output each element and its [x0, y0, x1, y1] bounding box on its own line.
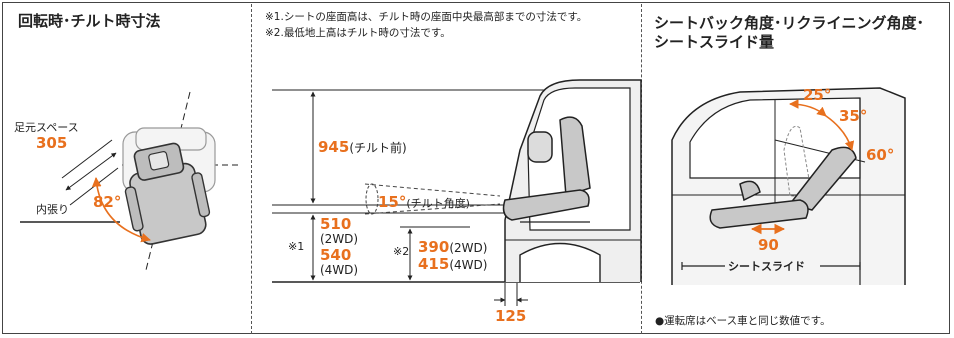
ground-4wd-value: 415 [418, 255, 450, 273]
angle-25-value: 25° [803, 86, 832, 104]
height-945-value: 945 [318, 138, 350, 156]
tilt-angle-value: 15° [378, 193, 407, 211]
foot-space-value: 305 [36, 134, 68, 152]
ground-2wd-label: 390(2WD) [418, 237, 487, 256]
seat-height-mark: ※1 [288, 240, 305, 253]
angle-35-arc [825, 115, 855, 151]
ground-2wd-caption: (2WD) [449, 241, 488, 255]
rotation-angle-value: 82° [93, 193, 122, 211]
inner-trim-label: 内張り [36, 203, 69, 216]
panel3-title-line1: シートバック角度･リクライニング角度･ [654, 14, 925, 32]
ground-4wd-caption: (4WD) [449, 258, 488, 272]
panel3-title-line2: シートスライド量 [654, 33, 775, 51]
height-945-label: 945(チルト前) [318, 137, 407, 156]
tilt-seat [502, 116, 591, 221]
panel1-title: 回転時･チルト時寸法 [18, 12, 161, 30]
rotation-angle-arc [91, 177, 151, 243]
offset-value: 125 [495, 307, 527, 325]
angle-35-value: 35° [839, 107, 868, 125]
ground-2wd-value: 390 [418, 238, 450, 256]
reclined-seat [709, 146, 857, 229]
tilt-angle-label: 15°(チルト角度) [378, 192, 470, 211]
seat-4wd-value: 540 [320, 246, 352, 264]
seat-2wd-value: 510 [320, 215, 352, 233]
slide-value: 90 [758, 236, 779, 254]
seat-2wd-caption: (2WD) [320, 232, 359, 246]
seat-4wd-caption: (4WD) [320, 263, 359, 277]
angle-25-arc [789, 99, 827, 117]
ground-clearance-mark: ※2 [393, 245, 410, 258]
tilt-cone [364, 183, 501, 215]
angle-60-value: 60° [866, 146, 895, 164]
ground-4wd-label: 415(4WD) [418, 254, 487, 273]
foot-space-label: 足元スペース [14, 121, 79, 134]
note-1: ※1.シートの座面高は、チルト時の座面中央最高部までの寸法です。 [265, 11, 588, 23]
diagram-frame [2, 2, 950, 334]
tilt-angle-caption: (チルト角度) [406, 197, 470, 210]
rotation-diagram [20, 91, 240, 271]
height-945-caption: (チルト前) [349, 141, 407, 155]
foot-space-arrow [65, 152, 117, 191]
slide-label: シートスライド [728, 260, 805, 273]
panel-divider-left [251, 4, 252, 334]
panel3-footnote: ●運転席はベース車と同じ数値です。 [655, 315, 831, 327]
note-2: ※2.最低地上高はチルト時の寸法です。 [265, 27, 451, 39]
